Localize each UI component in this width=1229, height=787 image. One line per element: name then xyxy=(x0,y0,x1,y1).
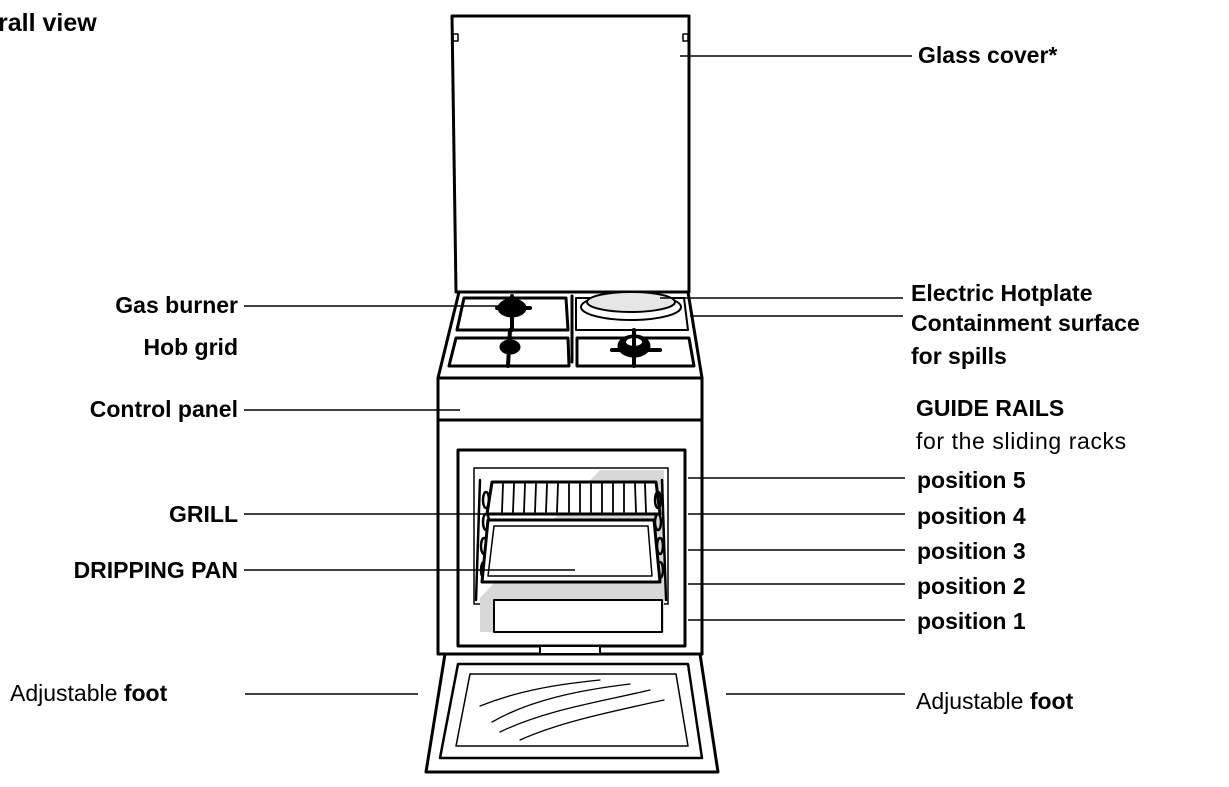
label-control-panel: Control panel xyxy=(89,396,238,422)
electric-hotplate xyxy=(580,291,682,321)
adjustable-text: Adjustable xyxy=(916,688,1024,714)
oven-door xyxy=(424,645,720,774)
leader-lines xyxy=(244,55,912,695)
label-position-4: position 4 xyxy=(917,503,1026,529)
foot-text: foot xyxy=(123,680,168,706)
dripping-pan xyxy=(480,518,662,584)
adjustable-text: Adjustable xyxy=(10,680,118,706)
label-guide-rails-sub: for the sliding racks xyxy=(916,428,1127,454)
label-position-3: position 3 xyxy=(917,538,1026,564)
label-dripping-pan: DRIPPING PAN xyxy=(73,557,238,583)
foot-text: foot xyxy=(1029,688,1074,714)
label-guide-rails: GUIDE RAILS xyxy=(916,395,1065,421)
label-gas-burner: Gas burner xyxy=(115,292,238,318)
label-position-5: position 5 xyxy=(917,467,1026,493)
label-adjustable-foot-right: Adjustable foot xyxy=(916,688,1073,715)
label-adjustable-foot-left: Adjustable foot xyxy=(10,680,167,707)
label-hob-grid: Hob grid xyxy=(143,334,238,360)
label-containment-surface: Containment surface xyxy=(911,310,1140,336)
label-electric-hotplate: Electric Hotplate xyxy=(911,280,1093,306)
glass-cover-lid xyxy=(450,14,691,294)
label-grill: GRILL xyxy=(169,501,238,527)
label-position-2: position 2 xyxy=(917,573,1026,599)
label-position-1: position 1 xyxy=(917,608,1026,634)
label-glass-cover: Glass cover* xyxy=(918,42,1058,68)
grill-rack xyxy=(485,480,662,516)
label-containment-spills: for spills xyxy=(911,343,1007,369)
section-title: rall view xyxy=(0,9,97,37)
